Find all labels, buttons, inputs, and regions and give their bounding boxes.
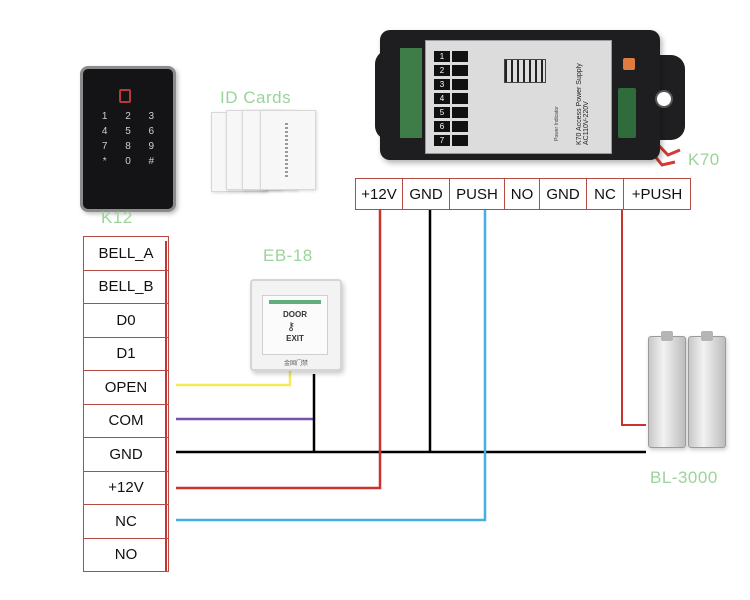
keypad-key: 6 <box>148 126 155 137</box>
psu-pcb <box>618 88 636 138</box>
keypad-device: 1 2 3 4 5 6 7 8 9 * 0 # <box>80 66 176 212</box>
wire-nc-blue <box>176 210 487 522</box>
terminal-cell: COM <box>83 403 169 438</box>
terminal-cell: BELL_B <box>83 269 169 304</box>
keypad-key: * <box>102 156 107 167</box>
psu-face-terminal: 1 <box>434 51 450 62</box>
keypad-key: 8 <box>125 141 131 152</box>
keypad-keys: 1 2 3 4 5 6 7 8 9 * 0 # <box>93 111 163 167</box>
terminal-cell: D1 <box>83 336 169 371</box>
exit-button-face: DOOR ⚷ EXIT <box>262 295 328 355</box>
psu-connector <box>504 59 546 83</box>
keypad-key: # <box>148 156 155 167</box>
psu-face-terminal: 4 <box>434 93 450 104</box>
terminal-cell: D0 <box>83 303 169 338</box>
keypad-key: 4 <box>101 126 108 137</box>
psu-face-label: 1 2 3 4 5 6 7 Power Indicator K70 Access… <box>425 40 612 154</box>
lock-body <box>648 331 686 448</box>
psu-terminal-cell: NO <box>504 178 540 210</box>
exit-button-label: EB-18 <box>263 246 313 265</box>
keypad-key: 7 <box>101 141 108 152</box>
psu-face-terminal: 7 <box>434 135 450 146</box>
terminal-cell: GND <box>83 437 169 472</box>
psu-mount-hole <box>655 90 673 108</box>
id-card <box>260 110 316 190</box>
key-icon: ⚷ <box>287 321 296 333</box>
psu-subtitle: Power Indicator <box>554 106 560 141</box>
keypad-label: K12 <box>101 208 133 227</box>
terminal-cell: +12V <box>83 470 169 505</box>
psu-face-terminal: 3 <box>434 79 450 90</box>
psu-face-terminal: 5 <box>434 107 450 118</box>
cards-label: ID Cards <box>220 88 292 107</box>
wire-12v-red <box>176 210 382 490</box>
psu-title: K70 Access Power Supply AC110V-220V <box>576 63 590 145</box>
terminal-cell: BELL_A <box>83 236 169 271</box>
lock-strike <box>688 331 726 448</box>
keypad-key: 3 <box>148 111 155 122</box>
psu-terminal-cell: GND <box>539 178 587 210</box>
terminal-cell: NC <box>83 504 169 539</box>
terminal-cell: NO <box>83 537 169 572</box>
psu-terminal-cell: GND <box>402 178 450 210</box>
keypad-key: 2 <box>125 111 131 122</box>
terminal-cell: OPEN <box>83 370 169 405</box>
psu-terminal-cell: +12V <box>355 178 403 210</box>
wire-psu-nc-red <box>621 210 646 426</box>
psu-terminal-table: +12V GND PUSH NO GND NC +PUSH <box>355 178 691 210</box>
wire-open-yellow <box>176 368 292 387</box>
psu-terminal-cell: NC <box>586 178 624 210</box>
power-supply-label: K70 <box>688 150 720 169</box>
psu-terminal-cell: +PUSH <box>623 178 691 210</box>
psu-fuse <box>623 58 635 70</box>
psu-face-terminal: 2 <box>434 65 450 76</box>
exit-button-device: DOOR ⚷ EXIT 金固门禁 <box>250 279 342 371</box>
keypad-key: 1 <box>101 111 108 122</box>
psu-face-terminal: 6 <box>434 121 450 132</box>
exit-text-door: DOOR <box>283 310 307 319</box>
exit-text-exit: EXIT <box>286 334 304 343</box>
keypad-key: 9 <box>148 141 155 152</box>
keypad-led <box>119 89 131 103</box>
keypad-key: 5 <box>125 126 131 137</box>
psu-terminal-cell: PUSH <box>449 178 505 210</box>
keypad-key: 0 <box>125 156 131 167</box>
controller-terminal-table: BELL_A BELL_B D0 D1 OPEN COM GND +12V NC… <box>83 236 169 572</box>
lock-label: BL-3000 <box>650 468 718 487</box>
exit-brand: 金固门禁 <box>283 361 308 367</box>
psu-terminal-block <box>400 48 422 138</box>
psu-face-terminals: 1 2 3 4 5 6 7 <box>434 51 468 146</box>
